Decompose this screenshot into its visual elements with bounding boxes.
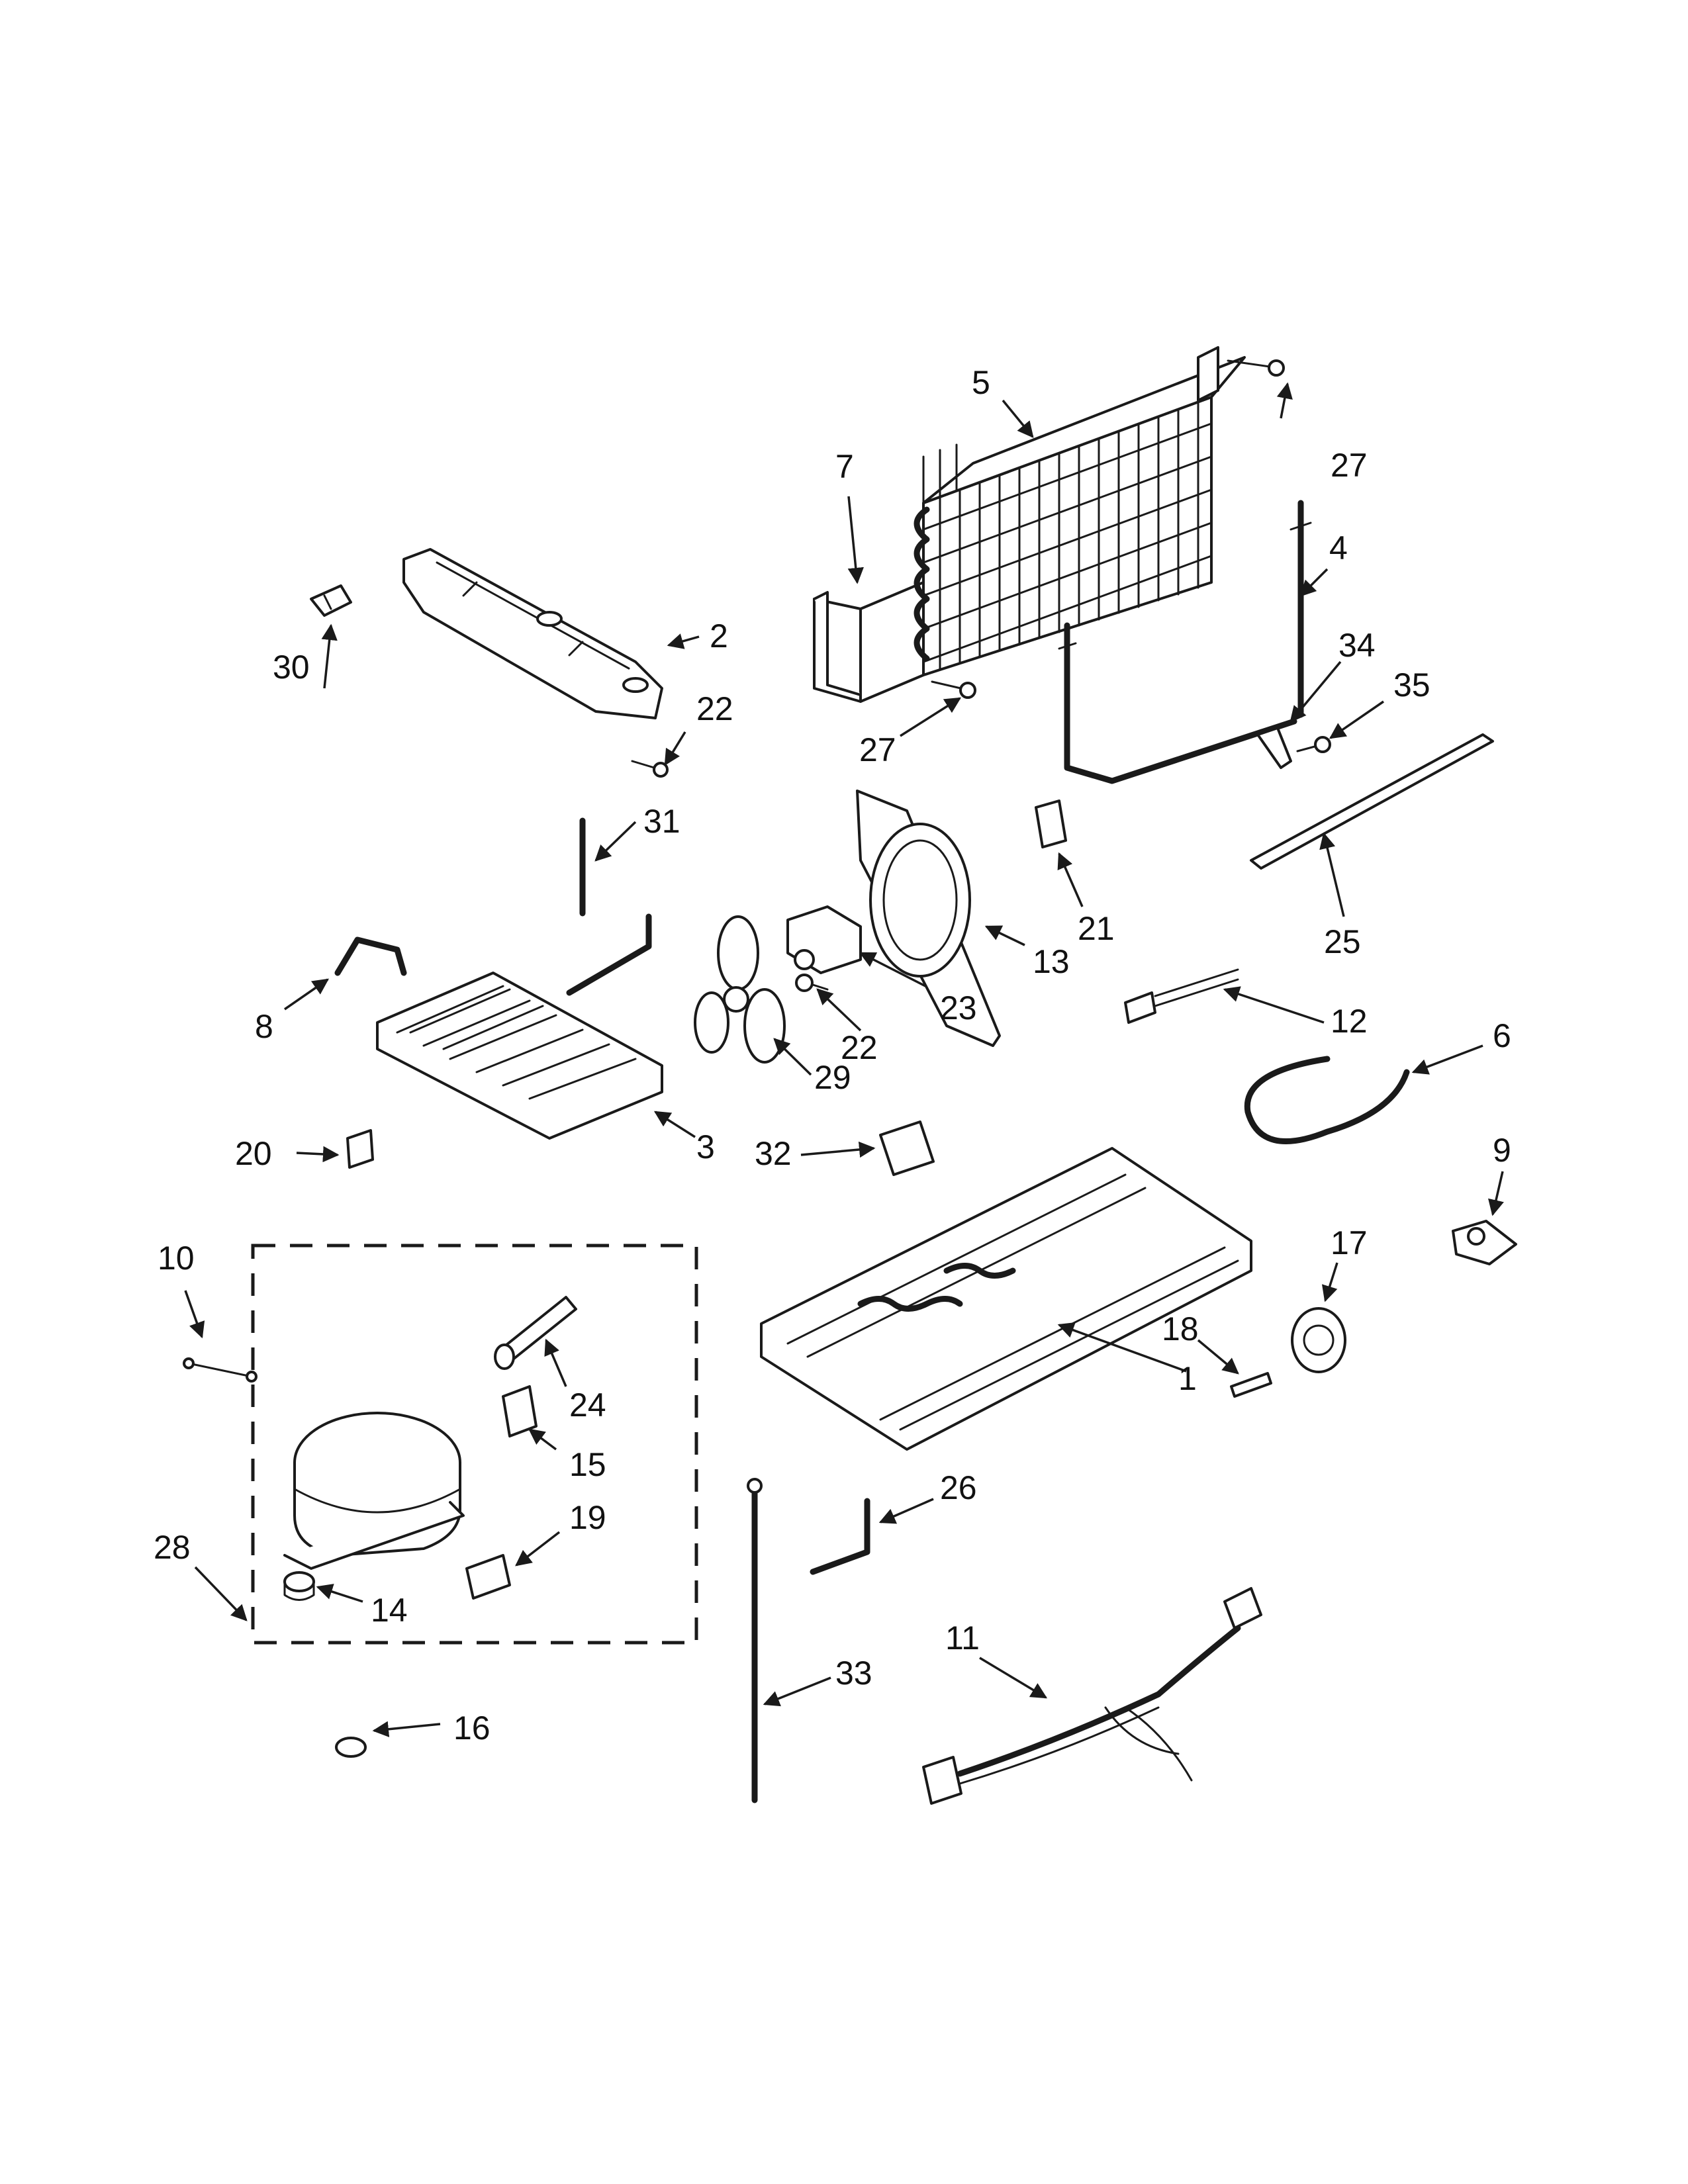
callout-12: 12: [1331, 1003, 1368, 1040]
rod-33: [747, 1478, 763, 1803]
callout-27b: 27: [859, 731, 896, 768]
callout-16: 16: [453, 1709, 491, 1747]
callout-18: 18: [1162, 1310, 1199, 1347]
screw-22-lower: [795, 974, 829, 992]
callout-34: 34: [1338, 627, 1376, 664]
callout-23: 23: [940, 989, 977, 1026]
relay-15: [502, 1385, 538, 1437]
pad-32: [879, 1120, 935, 1176]
callout-13: 13: [1033, 943, 1070, 980]
callout-15: 15: [569, 1446, 606, 1483]
drain-tube: [1058, 500, 1312, 784]
fan-blade: [694, 915, 786, 1064]
screw-top-right: [1227, 359, 1285, 377]
pin-18: [1230, 1372, 1272, 1398]
callout-30: 30: [273, 649, 310, 686]
callout-9: 9: [1493, 1132, 1511, 1169]
condenser-coil: [813, 346, 1246, 703]
bracket-21: [1035, 799, 1067, 848]
callout-29: 29: [814, 1059, 851, 1096]
grommet-14: [283, 1571, 315, 1601]
screw-22-upper: [631, 760, 669, 778]
callout-27a: 27: [1331, 447, 1368, 484]
callout-5: 5: [972, 364, 990, 401]
clip-34: [1256, 727, 1292, 769]
callout-28: 28: [154, 1529, 191, 1566]
callout-2: 2: [710, 617, 728, 655]
fan-shroud: [856, 790, 1001, 1047]
bracket-10: [183, 1357, 258, 1383]
clip-16: [335, 1737, 367, 1758]
callout-17: 17: [1331, 1224, 1368, 1261]
screw-bottom: [931, 680, 976, 699]
callout-24: 24: [569, 1387, 606, 1424]
dial-17: [1291, 1307, 1346, 1373]
strip-25: [1250, 733, 1494, 870]
capacitor-19: [465, 1554, 511, 1600]
callout-19: 19: [569, 1499, 606, 1536]
bracket-8: [334, 936, 407, 976]
tube-26: [810, 1498, 870, 1575]
callout-7: 7: [835, 448, 854, 485]
compressor-assembly-box: [251, 1244, 698, 1645]
callout-22b: 22: [841, 1029, 878, 1066]
callout-22a: 22: [696, 690, 733, 727]
callout-8: 8: [255, 1008, 273, 1045]
callout-25: 25: [1324, 923, 1361, 960]
callout-26: 26: [940, 1469, 977, 1506]
cylinder-24: [494, 1296, 577, 1370]
callout-21: 21: [1078, 910, 1115, 947]
clip-30: [310, 584, 352, 617]
drain-pan: [402, 548, 663, 719]
tie-12: [1124, 968, 1239, 1024]
hose-6: [1244, 1056, 1410, 1144]
callout-11: 11: [945, 1619, 980, 1657]
evaporator-coil: [376, 913, 663, 1140]
callout-32: 32: [755, 1135, 792, 1172]
callout-20: 20: [235, 1135, 272, 1172]
leader-lines: [184, 382, 1504, 1737]
callout-4: 4: [1329, 529, 1348, 567]
screw-35: [1296, 736, 1331, 753]
callout-33: 33: [835, 1655, 872, 1692]
callout-14: 14: [371, 1592, 408, 1629]
callout-10: 10: [158, 1240, 195, 1277]
wire-harness: [922, 1587, 1262, 1805]
callout-1: 1: [1178, 1360, 1197, 1397]
callout-labels: 1 2 3 4 5 6 7 8 9 10 11 12 13 14 15 16 1…: [154, 364, 1511, 1747]
callout-31: 31: [643, 803, 680, 840]
callout-6: 6: [1493, 1017, 1511, 1054]
valve-9: [1452, 1220, 1517, 1265]
fan-motor: [786, 905, 862, 974]
compressor: [283, 1412, 465, 1570]
clip-20: [346, 1129, 374, 1169]
callout-35: 35: [1393, 666, 1430, 704]
condenser-bracket: [813, 591, 862, 696]
callout-3: 3: [696, 1128, 715, 1165]
base-plate: [760, 1147, 1252, 1451]
